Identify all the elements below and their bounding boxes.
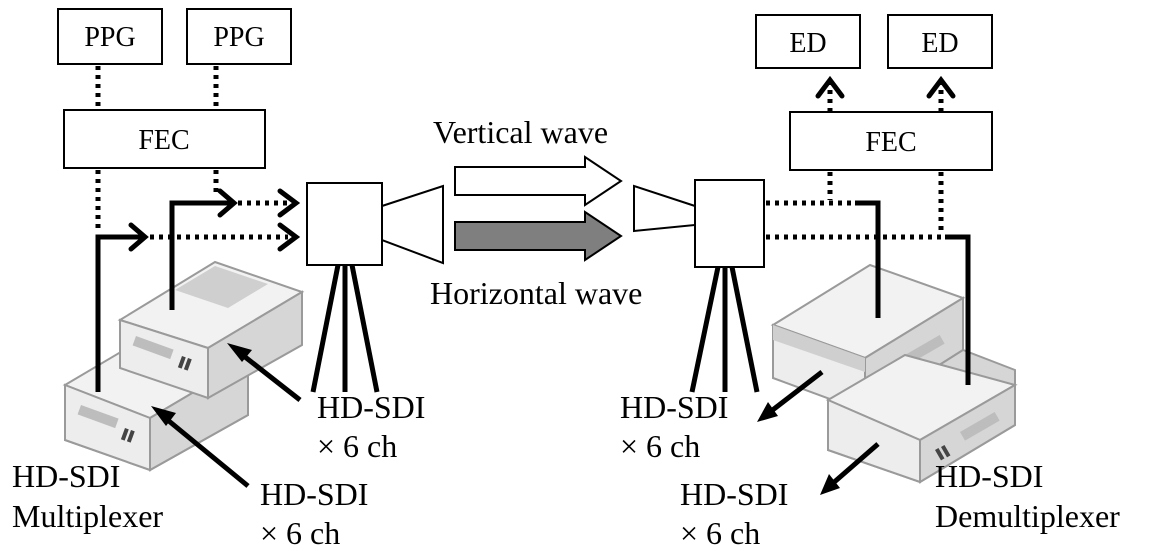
ed-left-box: ED <box>756 15 860 68</box>
output-arrow-upper-head <box>757 402 778 422</box>
ppg-right-label: PPG <box>213 22 264 53</box>
hdsdi-out-lower-line2: × 6 ch <box>680 515 760 551</box>
hdsdi-out-lower-line1: HD-SDI <box>680 476 788 512</box>
ed-right-box: ED <box>888 15 992 68</box>
hdsdi-out-upper-line2: × 6 ch <box>620 428 700 464</box>
vertical-wave-arrow <box>455 157 621 205</box>
ed-right-label: ED <box>921 28 958 59</box>
multiplexer-label-line1: HD-SDI <box>12 458 120 494</box>
horizontal-wave-label: Horizontal wave <box>430 275 642 311</box>
ppg-left-label: PPG <box>84 22 135 53</box>
tx-upper-arrowhead <box>280 191 296 215</box>
hdsdi-in-lower-line1: HD-SDI <box>260 476 368 512</box>
ed-left-label: ED <box>789 28 826 59</box>
fec-left-box: FEC <box>64 110 265 168</box>
hdsdi-in-lower-line2: × 6 ch <box>260 515 340 551</box>
ppg-right-box: PPG <box>187 9 291 64</box>
hdsdi-out-upper-line1: HD-SDI <box>620 389 728 425</box>
hdsdi-in-upper-line1: HD-SDI <box>317 389 425 425</box>
vertical-wave-label: Vertical wave <box>433 114 608 150</box>
fec-left-label: FEC <box>138 125 189 156</box>
hdsdi-in-upper-line2: × 6 ch <box>317 428 397 464</box>
fec-right-box: FEC <box>790 112 992 170</box>
horizontal-wave-arrow <box>455 212 621 260</box>
ppg-left-box: PPG <box>58 9 162 64</box>
receiver-antenna <box>634 180 764 392</box>
transmitter-antenna <box>307 183 443 392</box>
demultiplexer-label-line1: HD-SDI <box>935 458 1043 494</box>
fec-right-label: FEC <box>865 127 916 158</box>
multiplexer-label-line2: Multiplexer <box>12 498 163 534</box>
demultiplexer-label-line2: Demultiplexer <box>935 498 1120 534</box>
